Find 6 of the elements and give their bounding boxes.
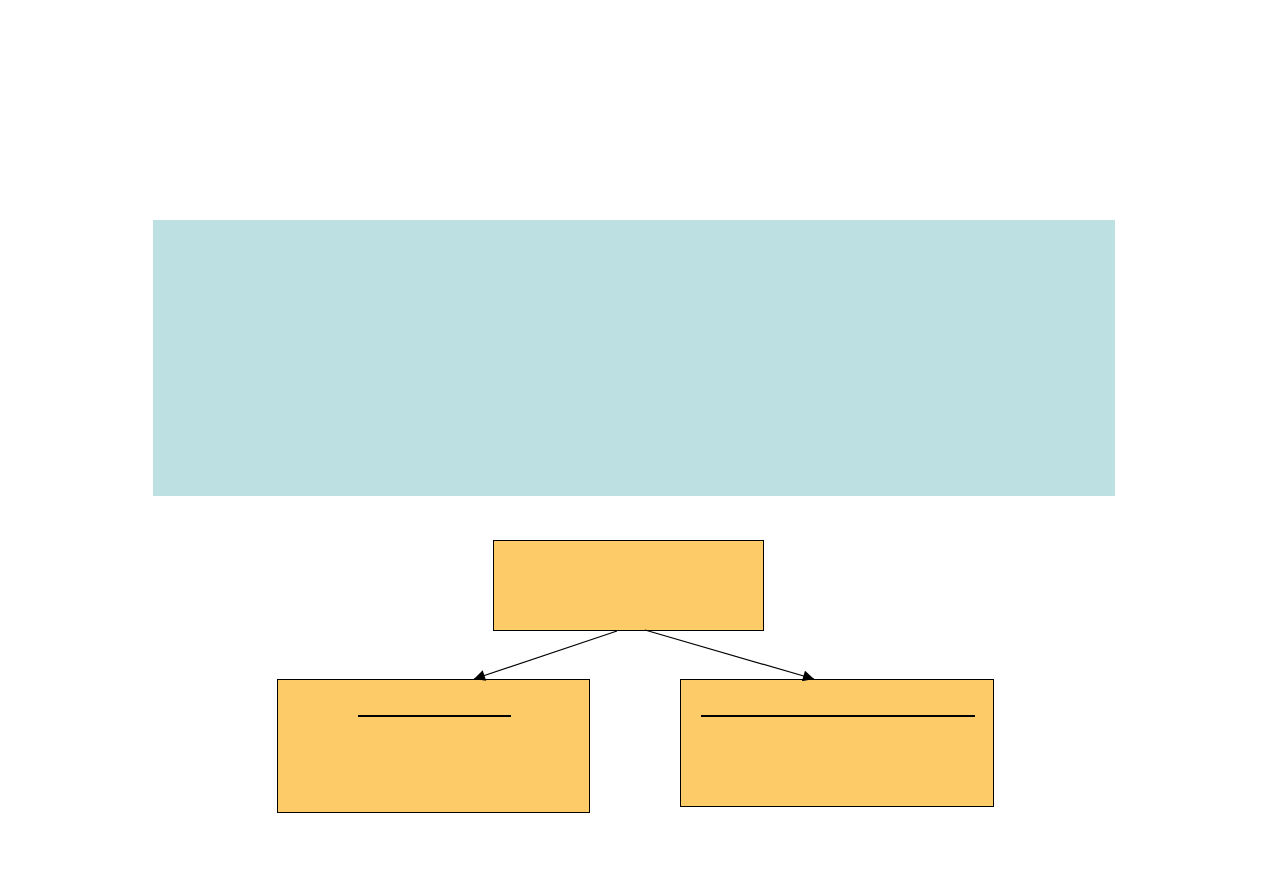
process-box xyxy=(680,679,994,807)
arrow xyxy=(473,630,618,681)
process-box xyxy=(493,540,764,631)
process-box xyxy=(153,220,1115,496)
process-box xyxy=(277,679,590,813)
arrow xyxy=(644,629,815,682)
